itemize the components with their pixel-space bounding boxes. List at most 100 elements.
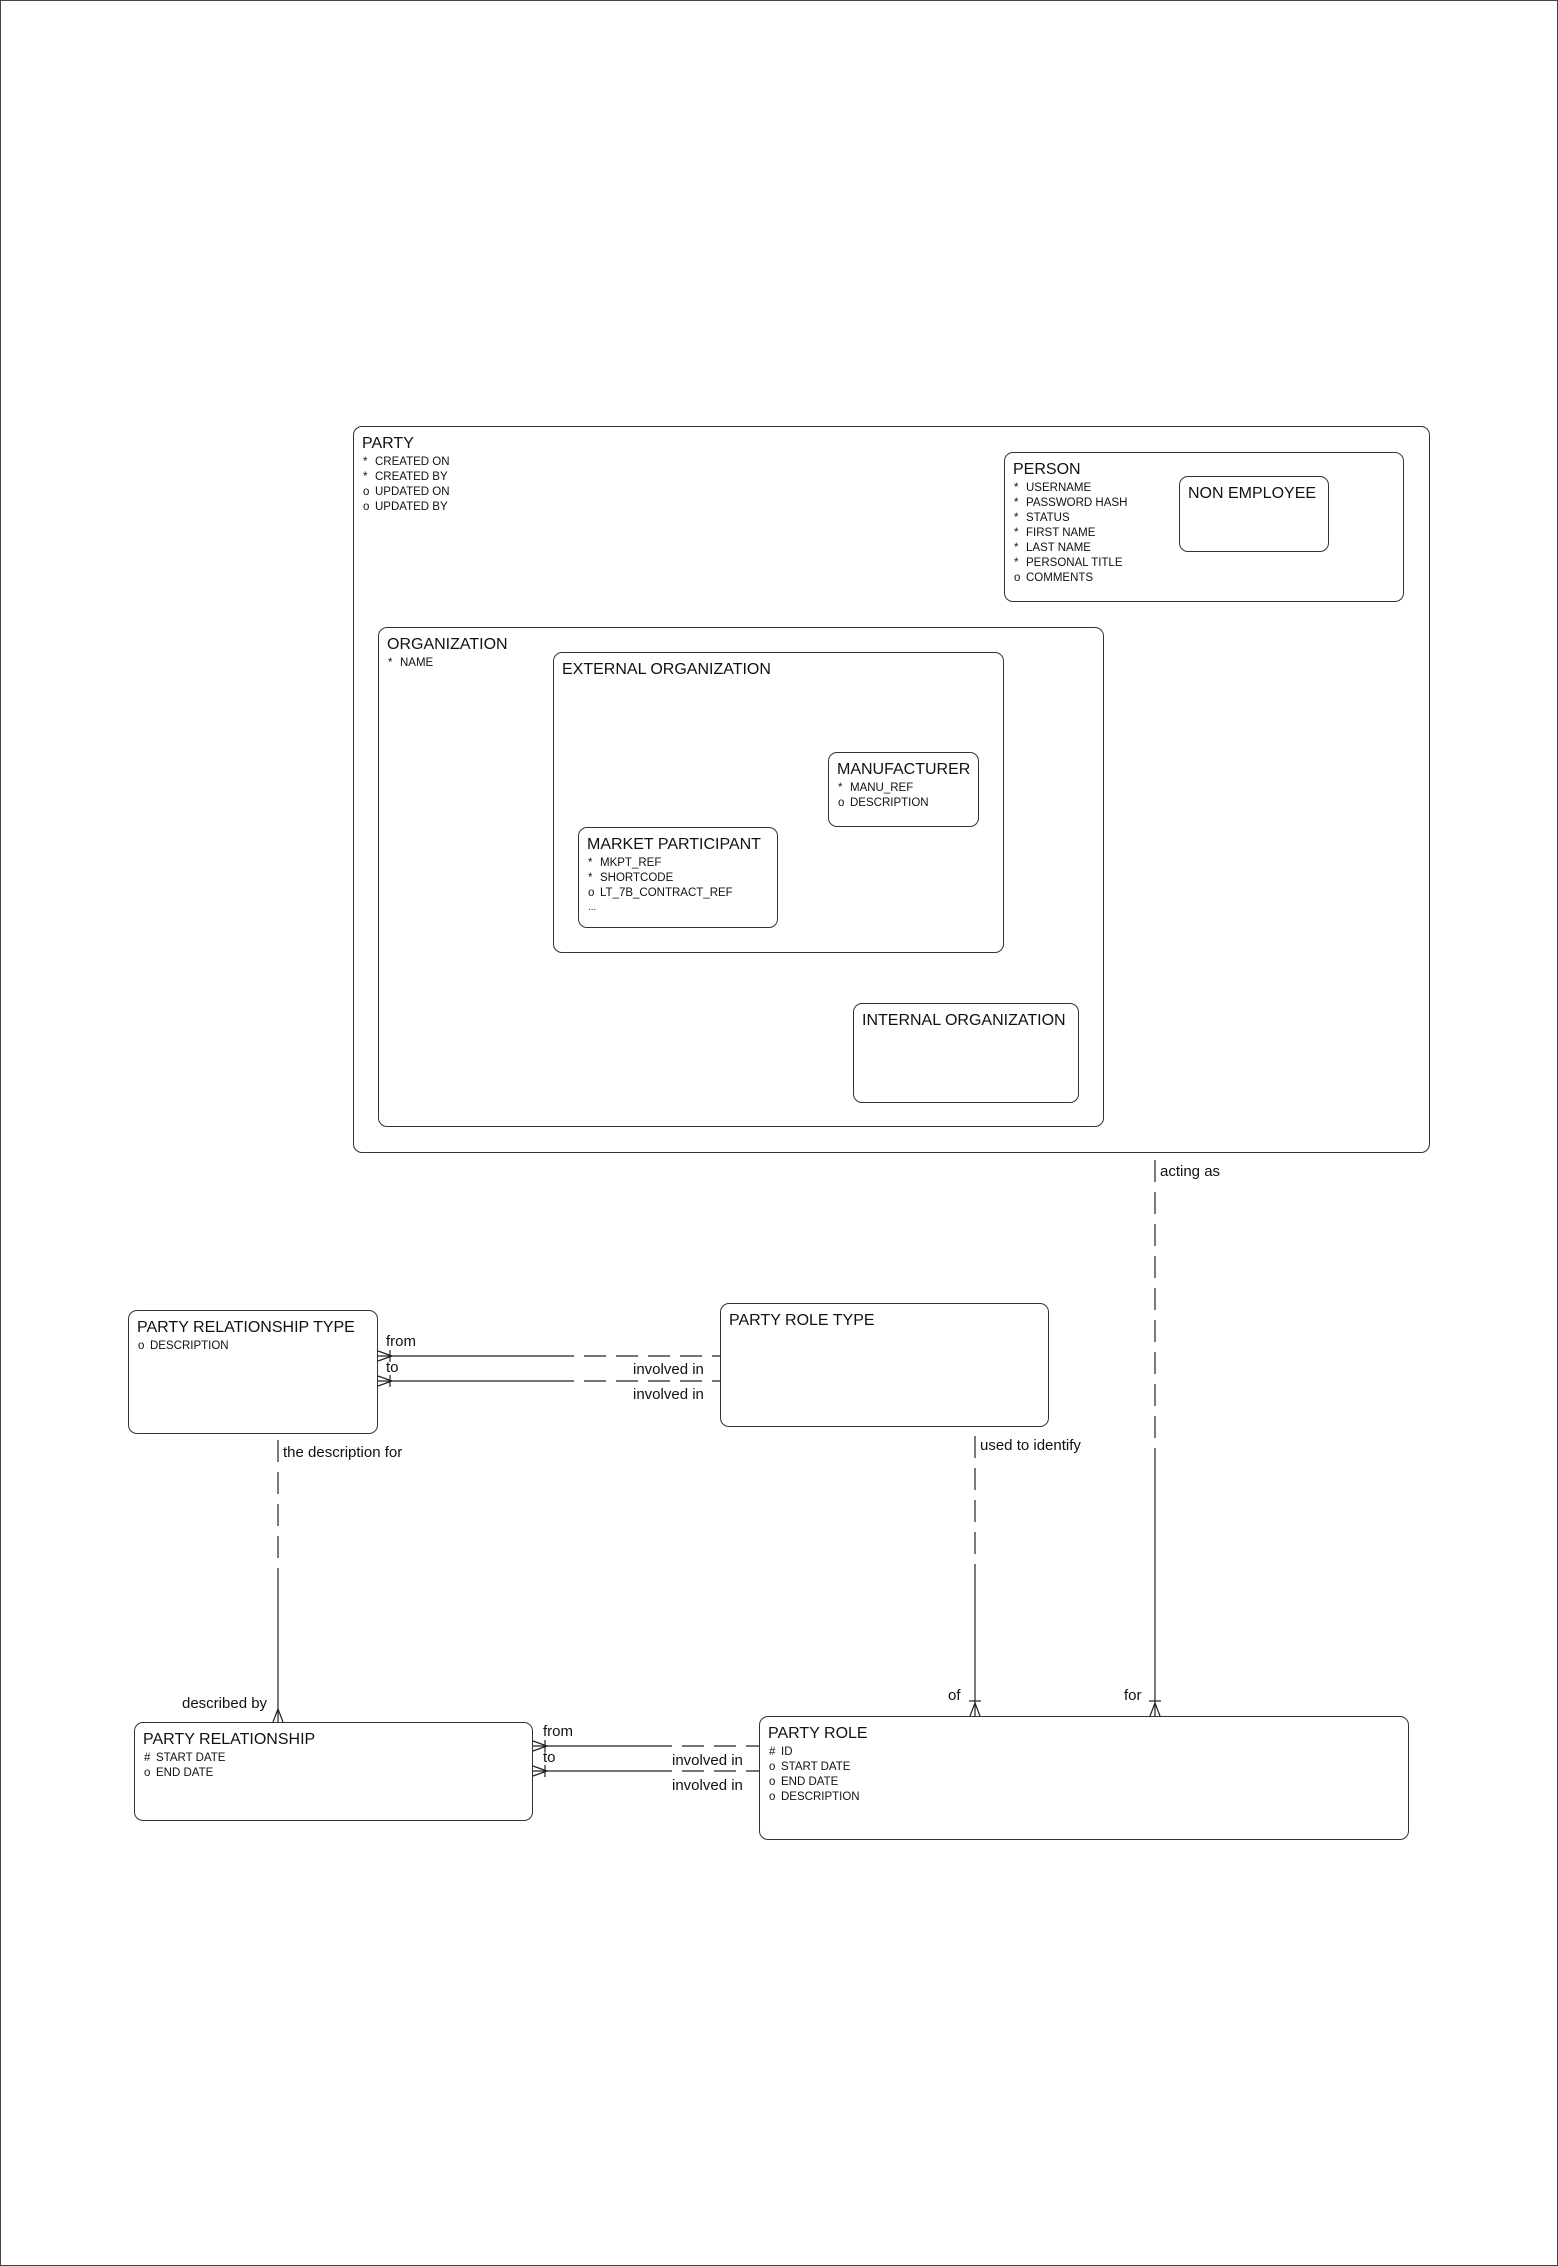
attribute-marker: *	[363, 456, 368, 468]
attribute-row: * MKPT_REF	[588, 856, 733, 871]
label-acting-as: acting as	[1160, 1163, 1221, 1180]
entity-internal-organization[interactable]: INTERNAL ORGANIZATION	[853, 1003, 1079, 1103]
attribute-name: UPDATED BY	[375, 501, 448, 513]
attribute-name: PERSONAL TITLE	[1026, 557, 1123, 569]
attribute-row: o LT_7B_CONTRACT_REF	[588, 886, 733, 901]
entity-organization[interactable]: ORGANIZATION *NAME	[378, 627, 1104, 1127]
attribute-name: PASSWORD HASH	[1026, 497, 1128, 509]
attribute-marker: o	[769, 1791, 776, 1803]
attribute-row: *CREATED BY	[363, 470, 450, 485]
attribute-name: NAME	[400, 657, 434, 669]
attribute-row: o DESCRIPTION	[138, 1339, 229, 1354]
attribute-marker: o	[363, 501, 370, 513]
entity-title: PARTY ROLE TYPE	[729, 1312, 875, 1329]
attribute-row: #START DATE	[144, 1751, 225, 1766]
attribute-name: UPDATED ON	[375, 486, 450, 498]
entity-party-role-type[interactable]: PARTY ROLE TYPE	[720, 1303, 1049, 1427]
entity-non-employee[interactable]: NON EMPLOYEE	[1179, 476, 1329, 552]
relationship-acting-as	[1149, 1160, 1161, 1717]
attribute-name: LAST NAME	[1026, 542, 1091, 554]
attribute-row: * CREATED ON	[363, 455, 450, 470]
attribute-name: DESCRIPTION	[150, 1340, 229, 1352]
attribute-name: START DATE	[781, 1761, 851, 1773]
entity-title: INTERNAL ORGANIZATION	[862, 1012, 1066, 1029]
attribute-marker: o	[138, 1340, 145, 1352]
relationship-prt-from	[377, 1350, 720, 1362]
attribute-name: COMMENTS	[1026, 572, 1094, 584]
attribute-marker: o	[838, 797, 845, 809]
attribute-row: * PASSWORD HASH	[1014, 496, 1127, 511]
attribute-name: MKPT_REF	[600, 857, 662, 869]
attribute-marker: #	[144, 1752, 151, 1764]
attribute-name: ID	[781, 1746, 793, 1758]
attribute-marker: *	[1014, 512, 1019, 524]
attribute-row: *MANU_REF	[838, 781, 929, 796]
entity-person[interactable]: PERSON * USERNAME * PASSWORD HASH * STATUS * FI…	[1004, 452, 1404, 602]
label-pr-from: from	[543, 1723, 573, 1740]
entity-title: NON EMPLOYEE	[1188, 485, 1317, 502]
label-role-involved-in-1: involved in	[672, 1752, 743, 1769]
attribute-list: *NAME	[388, 656, 433, 671]
attribute-name: LT_7B_CONTRACT_REF	[600, 887, 733, 899]
label-for: for	[1124, 1687, 1142, 1704]
more-attributes-indicator: ...	[588, 902, 597, 913]
attribute-row: o DESCRIPTION	[838, 796, 929, 811]
attribute-name: FIRST NAME	[1026, 527, 1096, 539]
label-prt-from: from	[386, 1333, 416, 1350]
attribute-name: DESCRIPTION	[850, 797, 929, 809]
attribute-marker: o	[363, 486, 370, 498]
entity-external-organization[interactable]: EXTERNAL ORGANIZATION	[553, 652, 1004, 953]
entity-title: PARTY RELATIONSHIP TYPE	[137, 1319, 355, 1336]
entity-title: PARTY ROLE	[768, 1725, 868, 1742]
entity-title: ORGANIZATION	[387, 636, 508, 653]
attribute-name: END DATE	[781, 1776, 839, 1788]
label-pr-to: to	[543, 1749, 556, 1766]
label-described-by: described by	[182, 1695, 268, 1712]
attribute-marker: o	[588, 887, 595, 899]
label-description-for: the description for	[283, 1444, 403, 1461]
entity-title: EXTERNAL ORGANIZATION	[562, 661, 771, 678]
attribute-marker: *	[1014, 497, 1019, 509]
attribute-row: o UPDATED BY	[363, 500, 450, 515]
entity-title: PARTY	[362, 435, 414, 452]
label-role-involved-in-2: involved in	[672, 1777, 743, 1794]
attribute-name: STATUS	[1026, 512, 1070, 524]
attribute-marker: *	[588, 857, 593, 869]
attribute-row: * PERSONAL TITLE	[1014, 556, 1127, 571]
label-roletype-involved-in-1: involved in	[633, 1361, 704, 1378]
attribute-name: CREATED ON	[375, 456, 450, 468]
attribute-row: * STATUS	[1014, 511, 1127, 526]
attribute-row: *SHORTCODE	[588, 871, 733, 886]
attribute-name: CREATED BY	[375, 471, 448, 483]
attribute-row: *NAME	[388, 656, 433, 671]
attribute-name: DESCRIPTION	[781, 1791, 860, 1803]
attribute-name: USERNAME	[1026, 482, 1092, 494]
attribute-name: END DATE	[156, 1767, 214, 1779]
attribute-marker: *	[1014, 542, 1019, 554]
entity-party-relationship-type[interactable]: PARTY RELATIONSHIP TYPE o DESCRIPTION	[128, 1310, 378, 1434]
attribute-marker: o	[769, 1761, 776, 1773]
attribute-name: SHORTCODE	[600, 872, 674, 884]
entity-title: MANUFACTURER	[837, 761, 971, 778]
relationship-pr-to	[532, 1765, 759, 1777]
entity-title: PARTY RELATIONSHIP	[143, 1731, 316, 1748]
attribute-marker: o	[1014, 572, 1021, 584]
attribute-marker: *	[1014, 482, 1019, 494]
attribute-row: o UPDATED ON	[363, 485, 450, 500]
attribute-marker: *	[1014, 557, 1019, 569]
attribute-row: * LAST NAME	[1014, 541, 1127, 556]
entity-title: PERSON	[1013, 461, 1081, 478]
relationship-prt-to	[377, 1375, 720, 1387]
relationship-description-for	[272, 1440, 284, 1723]
